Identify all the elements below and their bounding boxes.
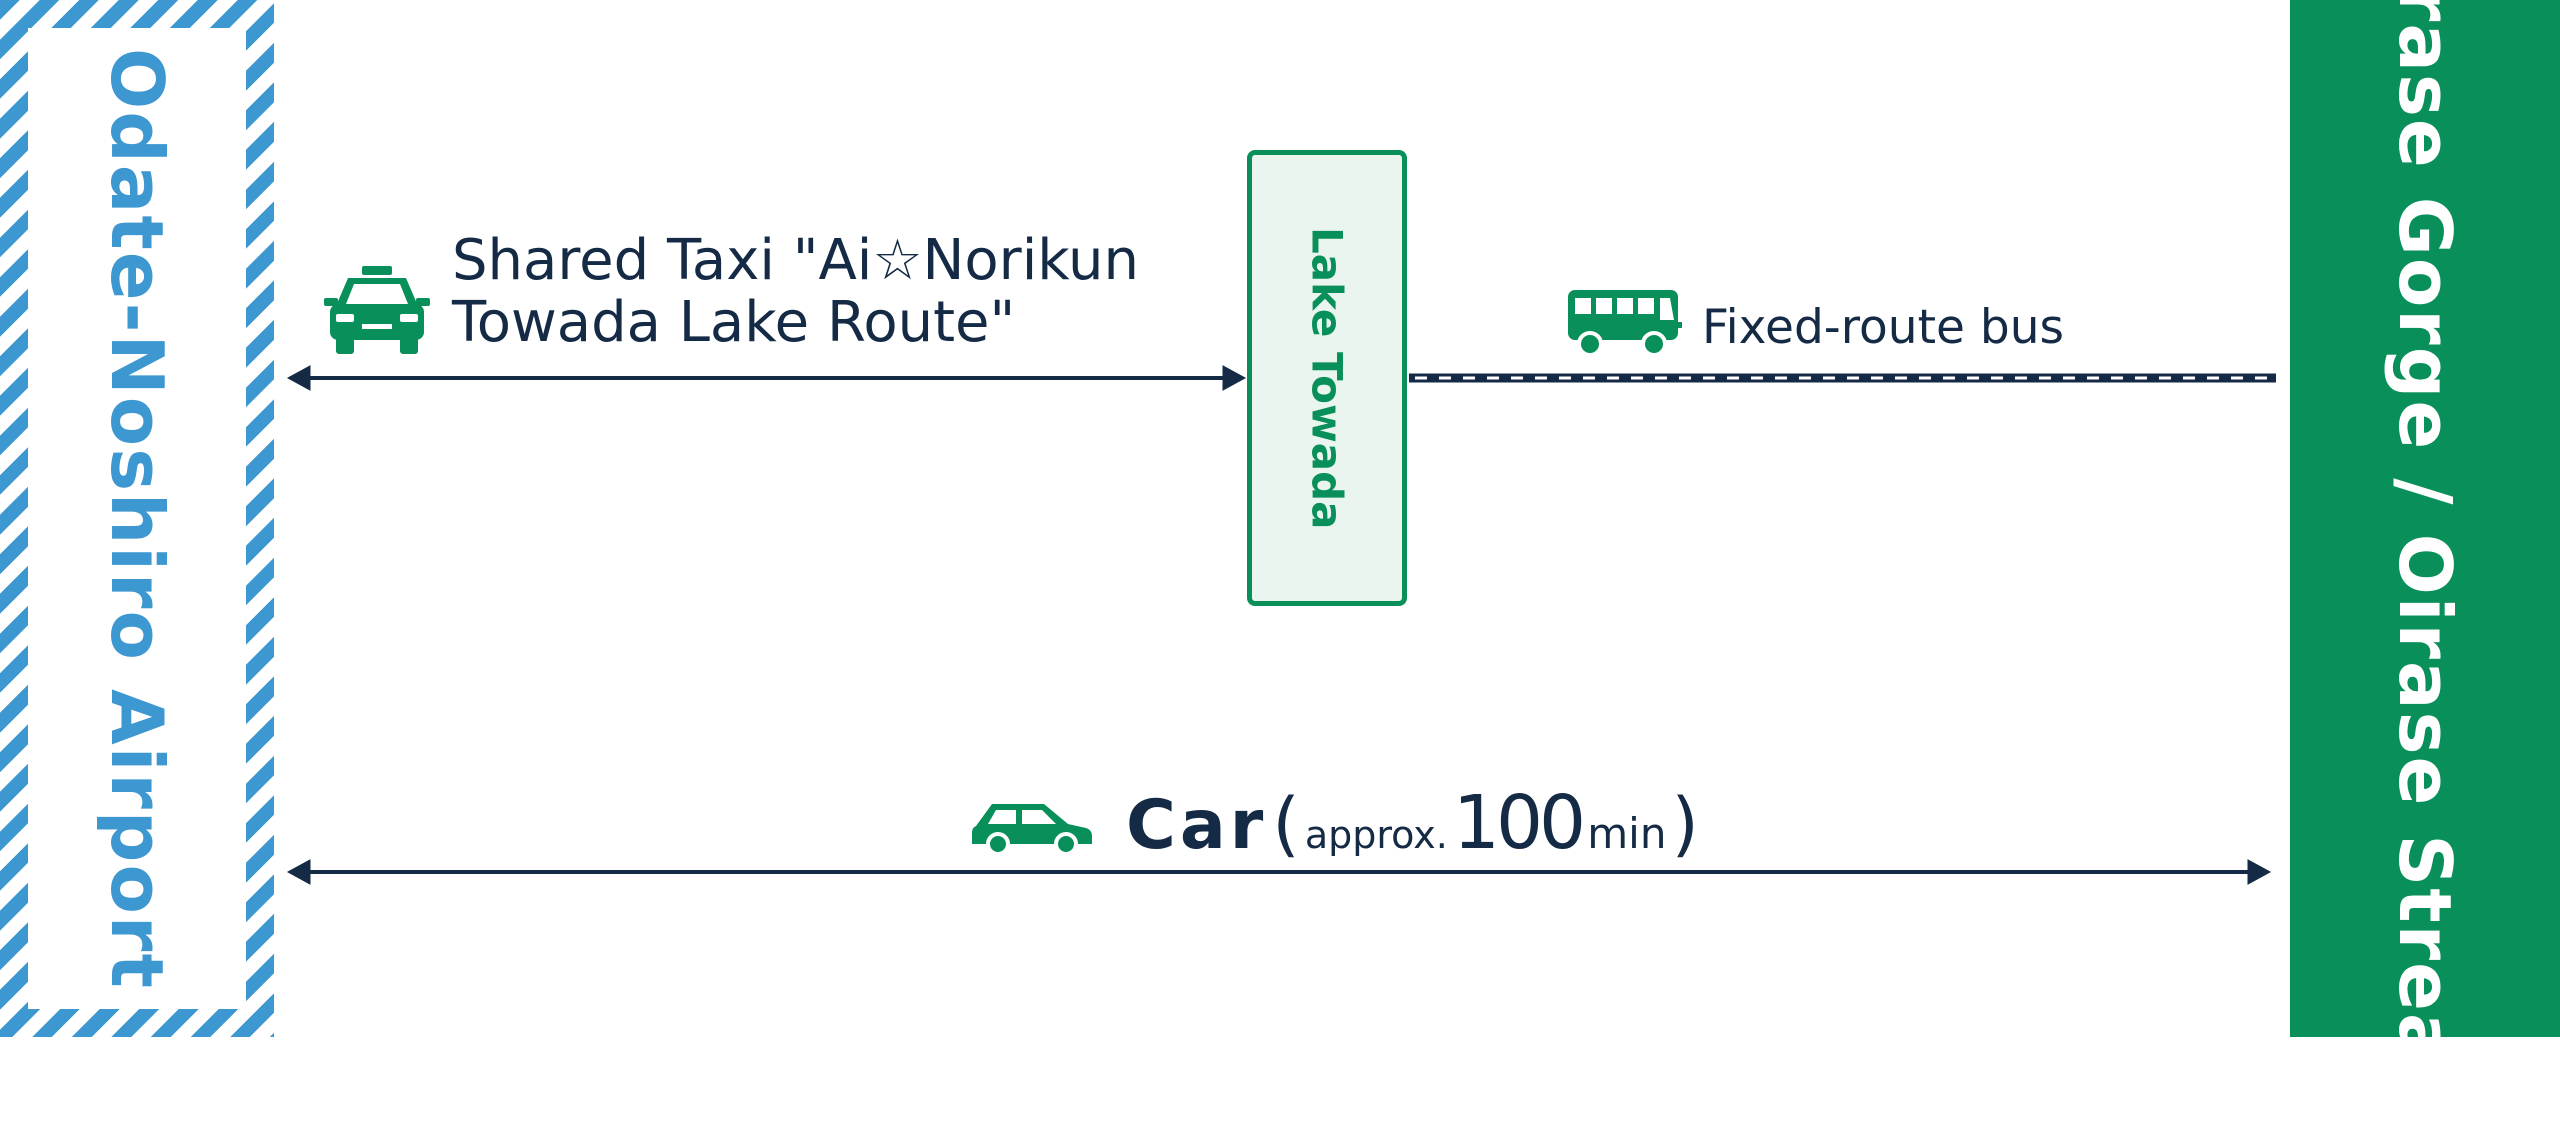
taxi-route-label-line2: Towada Lake Route"	[452, 290, 1016, 355]
waypoint-label: Lake Towada	[1302, 226, 1352, 530]
taxi-icon	[324, 266, 430, 354]
car-duration-unit: min	[1587, 809, 1667, 858]
car-route-name: Car	[1126, 786, 1268, 865]
bus-icon	[1568, 290, 1682, 357]
car-approx-text: approx.	[1304, 813, 1448, 857]
car-icon	[972, 804, 1092, 856]
car-route-arrow	[286, 859, 2272, 885]
bus-route-label: Fixed-route bus	[1702, 300, 2064, 355]
destination-label: Oirase Gorge / Oirase Stream	[2383, 0, 2467, 1141]
car-route-label: Car ( approx. 100 min )	[1126, 780, 1699, 866]
origin-box-inner	[28, 28, 246, 1009]
destination-box	[2290, 0, 2560, 1037]
car-close-paren: )	[1671, 783, 1699, 865]
taxi-route-label-line1: Shared Taxi "Ai☆Norikun	[452, 228, 1139, 293]
car-duration-value: 100	[1452, 780, 1586, 866]
car-open-paren: (	[1272, 783, 1300, 865]
taxi-route-arrow	[286, 365, 1247, 391]
route-lines	[286, 365, 2276, 885]
waypoint-box	[1247, 150, 1407, 606]
origin-label: Odate-Noshiro Airport	[95, 47, 179, 990]
